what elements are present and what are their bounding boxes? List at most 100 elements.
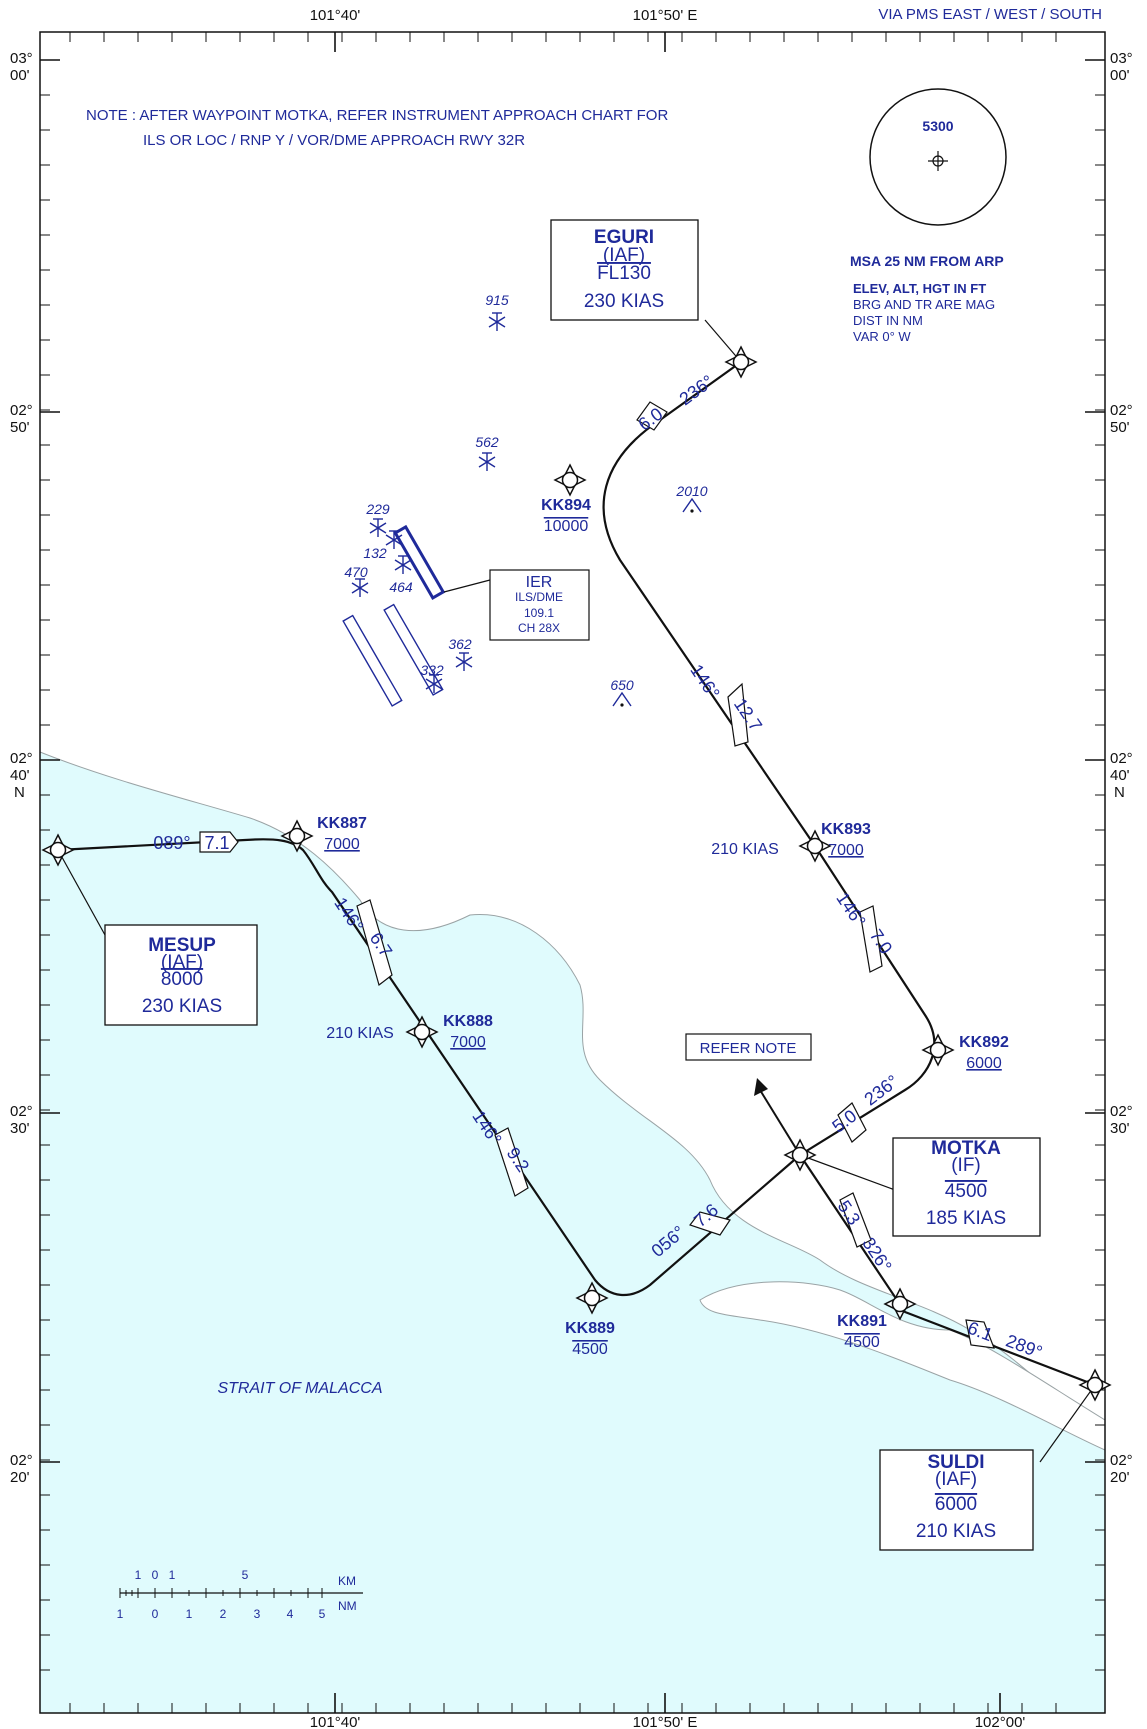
latitude-labels-left: 03°00' 02°50' 02°40'N 02°30' 02°20' xyxy=(10,50,33,1486)
latitude-labels-right: 03°00' 02°50' 02°40'N 02°30' 02°20' xyxy=(1110,50,1133,1486)
longitude-bottom-3: 102°00' xyxy=(975,1714,1026,1729)
chart-info-3: DIST IN NM xyxy=(853,313,923,328)
navaid-box[interactable]: IER ILS/DME 109.1 CH 28X xyxy=(489,569,590,641)
svg-text:02°: 02° xyxy=(10,1103,33,1120)
longitude-top-left: 101°40' xyxy=(310,7,361,24)
eguri-callout[interactable]: EGURI (IAF) FL130 230 KIAS xyxy=(550,219,699,321)
chart-frame xyxy=(39,31,1106,1714)
svg-text:210 KIAS: 210 KIAS xyxy=(711,841,779,858)
refer-note-box[interactable]: REFER NOTE xyxy=(685,1033,812,1061)
chart-info-2: BRG AND TR ARE MAG xyxy=(853,297,995,312)
svg-text:02°: 02° xyxy=(1110,402,1133,419)
svg-text:20': 20' xyxy=(10,1469,30,1486)
svg-text:089°: 089° xyxy=(153,833,190,853)
mesup-name: MESUP xyxy=(148,935,216,956)
svg-text:4500: 4500 xyxy=(572,1341,608,1358)
svg-text:00': 00' xyxy=(10,67,30,84)
msa-circle: 5300 xyxy=(869,88,1007,226)
svg-text:30': 30' xyxy=(10,1120,30,1137)
svg-text:50': 50' xyxy=(1110,419,1130,436)
svg-text:7000: 7000 xyxy=(828,842,864,859)
msa-altitude: 5300 xyxy=(922,118,953,134)
svg-text:KK892: KK892 xyxy=(959,1034,1009,1051)
svg-text:4500: 4500 xyxy=(844,1334,880,1351)
route-lines xyxy=(57,361,1096,1387)
note-line-1: NOTE : AFTER WAYPOINT MOTKA, REFER INSTR… xyxy=(86,107,668,124)
svg-text:(IF): (IF) xyxy=(951,1155,981,1176)
mesup-callout[interactable]: MESUP (IAF) 8000 230 KIAS xyxy=(104,924,258,1026)
route-title: VIA PMS EAST / WEST / SOUTH xyxy=(878,6,1102,23)
svg-text:230 KIAS: 230 KIAS xyxy=(142,996,222,1017)
svg-text:210 KIAS: 210 KIAS xyxy=(916,1521,996,1542)
svg-text:7.1: 7.1 xyxy=(204,833,229,853)
scale-bar: 1 0 1 5 KM 1 0 1 2 3 4 5 NM xyxy=(117,1568,363,1621)
msa-label: MSA 25 NM FROM ARP xyxy=(850,253,1004,269)
svg-text:02°: 02° xyxy=(10,402,33,419)
svg-text:146°: 146° xyxy=(686,661,723,703)
longitude-bottom-1: 101°40' xyxy=(310,1714,361,1729)
svg-text:1: 1 xyxy=(169,1568,176,1582)
svg-text:7000: 7000 xyxy=(324,836,360,853)
chart-info-1: ELEV, ALT, HGT IN FT xyxy=(853,281,986,296)
svg-text:KK894: KK894 xyxy=(541,497,591,514)
svg-text:03°: 03° xyxy=(10,50,33,67)
svg-text:6000: 6000 xyxy=(935,1494,977,1515)
svg-text:210 KIAS: 210 KIAS xyxy=(326,1025,394,1042)
svg-text:KK889: KK889 xyxy=(565,1320,615,1337)
svg-text:NM: NM xyxy=(338,1599,357,1613)
svg-text:5: 5 xyxy=(242,1568,249,1582)
svg-text:02°: 02° xyxy=(1110,1452,1133,1469)
svg-text:CH 28X: CH 28X xyxy=(518,621,560,635)
leg-flags xyxy=(199,401,995,1349)
svg-text:02°: 02° xyxy=(10,1452,33,1469)
svg-text:229: 229 xyxy=(365,501,390,517)
obstacles: 915 562 2010 229 132 464 470 362 332 650 xyxy=(344,292,708,708)
svg-text:KK891: KK891 xyxy=(837,1313,887,1330)
runways xyxy=(342,524,446,707)
svg-text:KK887: KK887 xyxy=(317,815,367,832)
motka-name: MOTKA xyxy=(931,1138,1001,1159)
svg-text:(IAF): (IAF) xyxy=(935,1469,977,1490)
svg-text:KK888: KK888 xyxy=(443,1013,493,1030)
svg-text:10000: 10000 xyxy=(544,518,589,535)
note-line-2: ILS OR LOC / RNP Y / VOR/DME APPROACH RW… xyxy=(143,132,525,149)
svg-text:1: 1 xyxy=(135,1568,142,1582)
svg-text:0: 0 xyxy=(152,1607,159,1621)
frame-ticks xyxy=(40,32,1105,1713)
suldi-callout[interactable]: SULDI (IAF) 6000 210 KIAS xyxy=(879,1449,1034,1551)
svg-text:02°: 02° xyxy=(10,750,33,767)
svg-text:470: 470 xyxy=(344,564,368,580)
svg-text:02°: 02° xyxy=(1110,750,1133,767)
svg-text:332: 332 xyxy=(420,662,444,678)
eguri-name: EGURI xyxy=(594,227,654,248)
svg-text:N: N xyxy=(14,784,25,801)
svg-text:0: 0 xyxy=(152,1568,159,1582)
svg-text:1: 1 xyxy=(186,1607,193,1621)
callout-leaders xyxy=(57,319,1096,1463)
svg-text:7000: 7000 xyxy=(450,1034,486,1051)
svg-text:8000: 8000 xyxy=(161,969,203,990)
svg-text:ILS/DME: ILS/DME xyxy=(515,590,563,604)
svg-text:5: 5 xyxy=(319,1607,326,1621)
svg-text:6000: 6000 xyxy=(966,1055,1002,1072)
svg-text:2: 2 xyxy=(220,1607,227,1621)
svg-text:20': 20' xyxy=(1110,1469,1130,1486)
svg-text:REFER NOTE: REFER NOTE xyxy=(700,1040,797,1057)
svg-text:03°: 03° xyxy=(1110,50,1133,67)
motka-callout[interactable]: MOTKA (IF) 4500 185 KIAS xyxy=(892,1137,1041,1237)
water-label: STRAIT OF MALACCA xyxy=(217,1380,382,1397)
svg-text:02°: 02° xyxy=(1110,1103,1133,1120)
svg-text:40': 40' xyxy=(1110,767,1130,784)
svg-text:KK893: KK893 xyxy=(821,821,871,838)
refer-note-arrow xyxy=(754,1078,801,1156)
svg-text:3: 3 xyxy=(254,1607,261,1621)
svg-text:40': 40' xyxy=(10,767,30,784)
waypoint-labels: KK894 10000 KK893 7000 210 KIAS KK892 60… xyxy=(317,497,1009,1358)
longitude-bottom-2: 101°50' E xyxy=(633,1714,698,1729)
svg-text:50': 50' xyxy=(10,419,30,436)
svg-text:1: 1 xyxy=(117,1607,124,1621)
svg-text:KM: KM xyxy=(338,1574,356,1588)
svg-text:4500: 4500 xyxy=(945,1181,987,1202)
suldi-name: SULDI xyxy=(928,1452,985,1473)
